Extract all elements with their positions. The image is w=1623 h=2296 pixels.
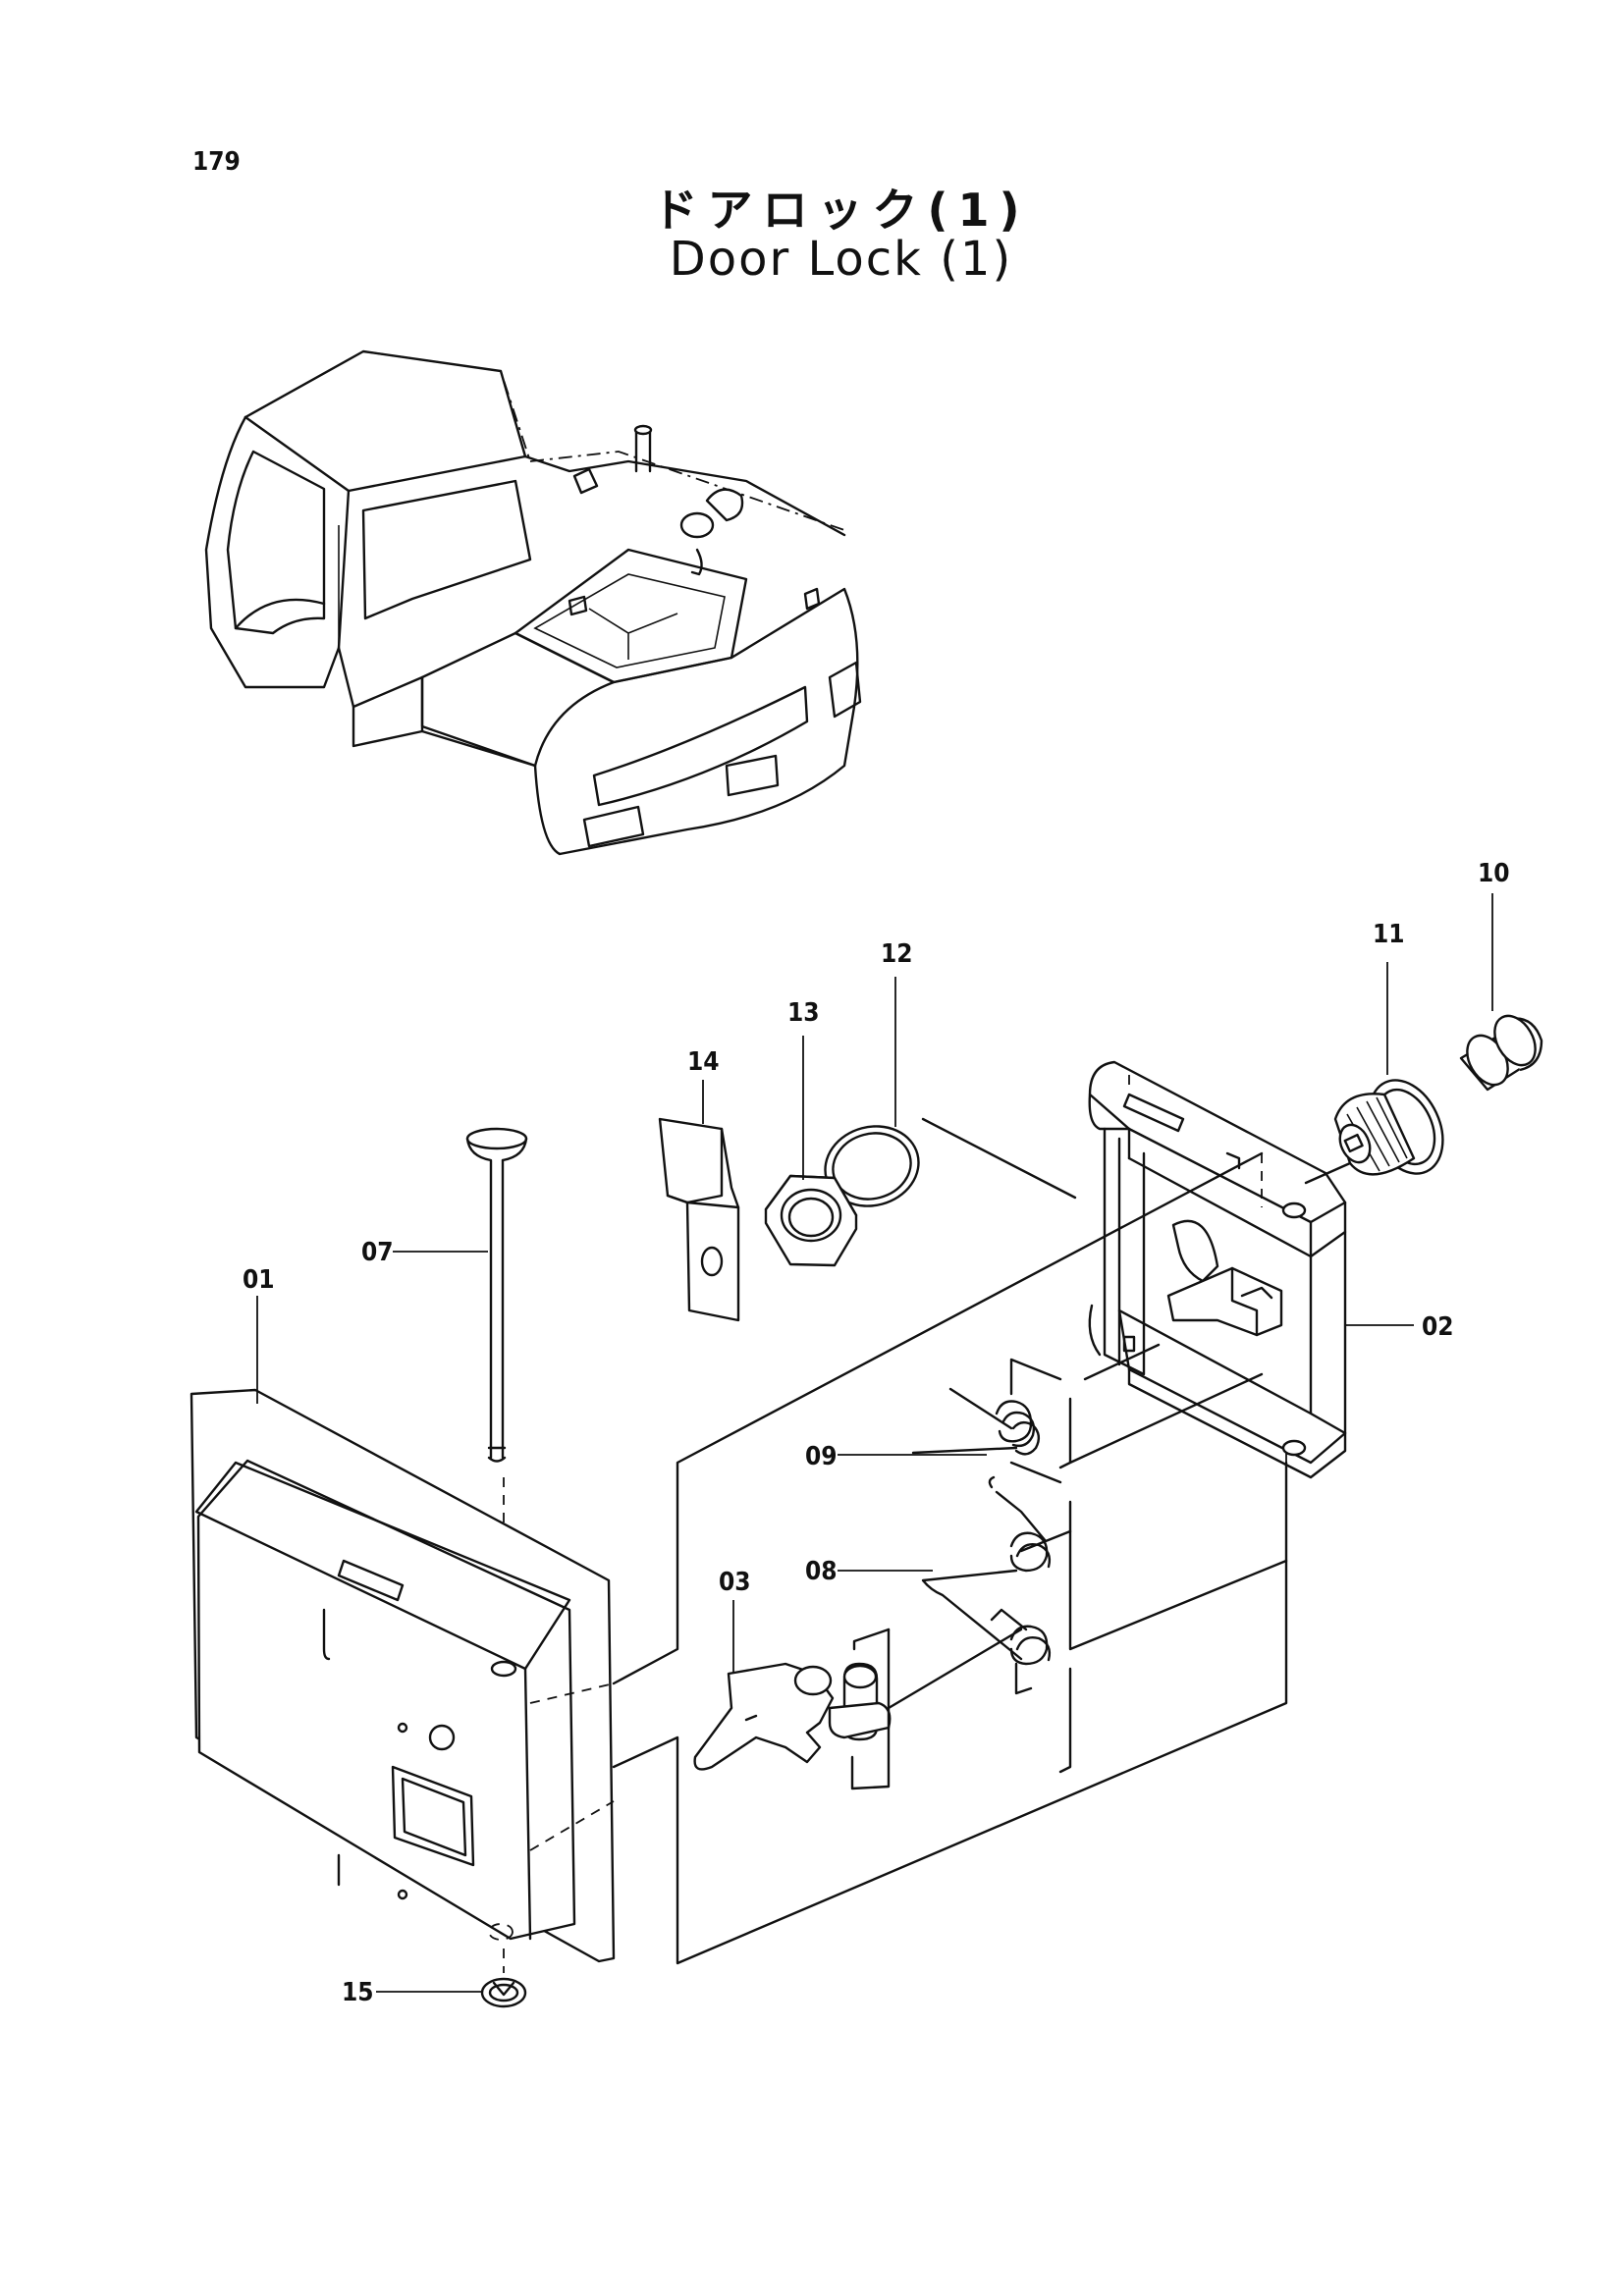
callout-12: 12 — [881, 939, 913, 969]
callout-10: 10 — [1478, 859, 1510, 888]
part-02-bracket — [1088, 1060, 1414, 1479]
callout-02: 02 — [1422, 1312, 1454, 1342]
callout-labels: 10 11 12 13 14 07 01 02 09 08 03 15 — [243, 859, 1510, 2007]
callout-15: 15 — [342, 1978, 374, 2007]
callout-07: 07 — [361, 1238, 394, 1267]
callout-01: 01 — [243, 1265, 275, 1295]
part-03-latch — [693, 1600, 892, 1771]
callout-11: 11 — [1373, 920, 1405, 949]
part-13-hex-nut — [764, 1036, 858, 1267]
part-15-e-ring — [376, 1949, 527, 2008]
callout-14: 14 — [687, 1047, 720, 1077]
page-number: 179 — [192, 147, 241, 177]
assembly-lines — [529, 1075, 1352, 1965]
callout-09: 09 — [805, 1442, 838, 1471]
callout-13: 13 — [787, 998, 820, 1028]
machine-overview-illustration — [204, 349, 862, 856]
part-11-lock-cylinder — [1333, 962, 1444, 1176]
part-01-lock-housing — [189, 1296, 616, 1963]
part-08-spring — [838, 1475, 1052, 1666]
page-title-english: Door Lock (1) — [669, 232, 1013, 287]
page-title-japanese: ドアロック(1) — [652, 184, 1030, 237]
callout-03: 03 — [719, 1568, 751, 1597]
part-14-plate — [658, 1080, 740, 1322]
part-10-pin — [1459, 893, 1543, 1092]
callout-08: 08 — [805, 1557, 838, 1586]
part-09-spring — [838, 1387, 1041, 1456]
